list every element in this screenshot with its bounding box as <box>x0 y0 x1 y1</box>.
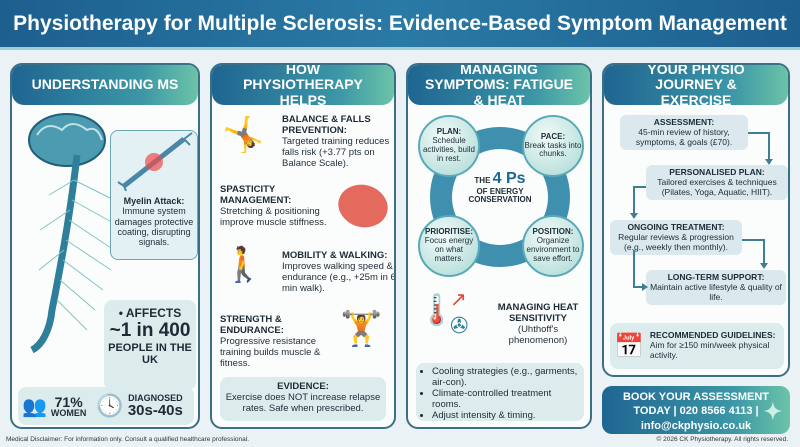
item-title: STRENGTH & ENDURANCE: <box>220 314 284 336</box>
book-assessment-cta[interactable]: BOOK YOUR ASSESSMENT TODAY | 020 8566 41… <box>602 386 790 434</box>
myelin-title: Myelin Attack: <box>123 196 185 206</box>
p-title: PRIORITISE: <box>424 227 473 237</box>
heat-subtitle: (Uhthoff's phenomenon) <box>508 323 568 346</box>
step-text: Regular reviews & progression (e.g., wee… <box>618 231 734 252</box>
panel-managing-symptoms: MANAGING SYMPTOMS: FATIGUE & HEAT THE 4 … <box>406 63 592 429</box>
step-title: LONG-TERM SUPPORT: <box>667 272 765 282</box>
p-text: Schedule activities, build in rest. <box>422 136 476 163</box>
item-spasticity: SPASTICITY MANAGEMENT:Stretching & posit… <box>220 184 330 229</box>
panel-how-physio-helps: HOW PHYSIOTHERAPY HELPS 🤸 BALANCE & FALL… <box>210 63 396 429</box>
item-balance: BALANCE & FALLS PREVENTION:Targeted trai… <box>282 114 394 170</box>
myelin-attack-callout: Myelin Attack:Immune system damages prot… <box>110 130 198 260</box>
p-title: PACE: <box>540 131 566 141</box>
step-assessment: ASSESSMENT:45-min review of history, sym… <box>620 115 748 151</box>
item-text: Progressive resistance training builds m… <box>220 335 321 369</box>
diagnosed-label: DIAGNOSED <box>128 393 183 403</box>
evidence-box: EVIDENCE:Exercise does NOT increase rela… <box>220 377 386 421</box>
p-pace: PACE:Break tasks into chunks. <box>522 115 584 177</box>
thermometer-icon: 🌡️ <box>418 294 456 327</box>
page-title: Physiotherapy for Multiple Sclerosis: Ev… <box>0 0 800 50</box>
panel-header: UNDERSTANDING MS <box>12 65 198 105</box>
step-title: PERSONALISED PLAN: <box>669 167 765 177</box>
item-text: Improves walking speed & endurance (e.g.… <box>282 260 396 294</box>
copyright: © 2026 CK Physiotherapy. All rights rese… <box>656 436 788 443</box>
fan-icon: ✇ <box>450 313 469 338</box>
women-pct: 71% <box>54 393 83 410</box>
heat-heading: MANAGING HEAT SENSITIVITY(Uhthoff's phen… <box>488 302 588 347</box>
guide-text: Aim for ≥150 min/week physical activity. <box>649 340 770 360</box>
panel-header: YOUR PHYSIO JOURNEY & EXERCISE <box>604 65 788 107</box>
p-title: PLAN: <box>436 127 462 137</box>
myelin-text: Immune system damages protective coating… <box>114 206 194 248</box>
p-plan: PLAN:Schedule activities, build in rest. <box>418 115 480 177</box>
center-4ps: 4 Ps <box>492 170 526 187</box>
prevalence-callout: • AFFECTS ~1 in 400 PEOPLE IN THE UK <box>104 300 196 390</box>
step-long-term: LONG-TERM SUPPORT:Maintain active lifest… <box>646 270 786 306</box>
heat-title: MANAGING HEAT SENSITIVITY <box>497 302 579 324</box>
guidelines-box: 📅 RECOMMENDED GUIDELINES:Aim for ≥150 mi… <box>610 323 784 369</box>
women-label: WOMEN <box>50 407 87 418</box>
panel-physio-journey: YOUR PHYSIO JOURNEY & EXERCISE ASSESSMEN… <box>602 63 790 377</box>
sparkle-icon: ✦ <box>763 399 782 424</box>
cta-line1: BOOK YOUR ASSESSMENT <box>622 391 770 403</box>
item-strength: STRENGTH & ENDURANCE:Progressive resista… <box>220 314 330 370</box>
step-text: 45-min review of history, symptoms, & go… <box>635 126 733 147</box>
rising-arrow-icon: ↗ <box>450 289 467 311</box>
tip-item: Climate-controlled treatment rooms. <box>432 388 578 411</box>
balance-icon: 🤸 <box>222 116 265 154</box>
neuron-icon <box>117 132 193 192</box>
walking-icon: 🚶 <box>222 246 265 284</box>
affects-label: • AFFECTS <box>118 306 182 320</box>
item-title: SPASTICITY MANAGEMENT: <box>220 184 292 206</box>
center-the: THE <box>474 176 491 185</box>
item-text: Targeted training reduces falls risk (+3… <box>282 135 390 169</box>
people-icon: 👥 <box>22 395 47 418</box>
center-subtitle: OF ENERGY CONSERVATION <box>468 186 532 205</box>
tip-item: Adjust intensity & timing. <box>432 410 578 422</box>
muscle-stretch-icon <box>331 174 394 238</box>
cta-email[interactable]: info@ckphysio.co.uk <box>640 419 752 432</box>
tip-item: Cooling strategies (e.g., garments, air-… <box>432 366 578 389</box>
evidence-title: EVIDENCE: <box>277 381 329 392</box>
heat-tips: Cooling strategies (e.g., garments, air-… <box>416 363 584 421</box>
item-title: BALANCE & FALLS PREVENTION: <box>282 114 371 136</box>
step-text: Maintain active lifestyle & quality of l… <box>650 281 782 302</box>
calendar-icon: 📅 <box>614 332 644 360</box>
p-title: POSITION: <box>532 227 574 237</box>
disclaimer: Medical Disclaimer: For information only… <box>6 436 250 443</box>
guide-title: RECOMMENDED GUIDELINES: <box>649 330 776 341</box>
p-text: Break tasks into chunks. <box>524 140 582 159</box>
p-text: Focus energy on what matters. <box>424 236 474 263</box>
step-title: ONGOING TREATMENT: <box>627 222 725 232</box>
item-title: MOBILITY & WALKING: <box>282 250 388 261</box>
evidence-text: Exercise does NOT increase relapse rates… <box>225 391 381 414</box>
item-mobility: MOBILITY & WALKING:Improves walking spee… <box>282 250 396 295</box>
step-plan: PERSONALISED PLAN:Tailored exercises & t… <box>646 165 788 201</box>
clock-icon: 🕓 <box>96 393 124 418</box>
nervous-system-illustration <box>28 113 118 354</box>
panel-header: MANAGING SYMPTOMS: FATIGUE & HEAT <box>408 65 590 107</box>
diagnosed-age: 30s-40s <box>127 402 183 419</box>
step-title: ASSESSMENT: <box>653 117 715 127</box>
cta-phone[interactable]: TODAY | 020 8566 4113 | <box>633 405 759 418</box>
panel-header: HOW PHYSIOTHERAPY HELPS <box>212 65 394 107</box>
panel-understanding-ms: UNDERSTANDING MS Myelin Attack:Immune sy… <box>10 63 200 429</box>
flow-arrows <box>630 132 773 291</box>
item-text: Stretching & positioning improve muscle … <box>220 205 327 228</box>
p-text: Organize environment to save effort. <box>526 236 580 263</box>
step-ongoing: ONGOING TREATMENT:Regular reviews & prog… <box>610 220 742 256</box>
p-position: POSITION:Organize environment to save ef… <box>522 215 584 277</box>
prevalence-text: PEOPLE IN THE UK <box>108 342 192 366</box>
prevalence-value: ~1 in 400 <box>109 320 191 341</box>
step-text: Tailored exercises & techniques (Pilates… <box>657 176 777 197</box>
p-prioritise: PRIORITISE:Focus energy on what matters. <box>418 215 480 277</box>
weightlifting-icon: 🏋️ <box>340 310 383 348</box>
